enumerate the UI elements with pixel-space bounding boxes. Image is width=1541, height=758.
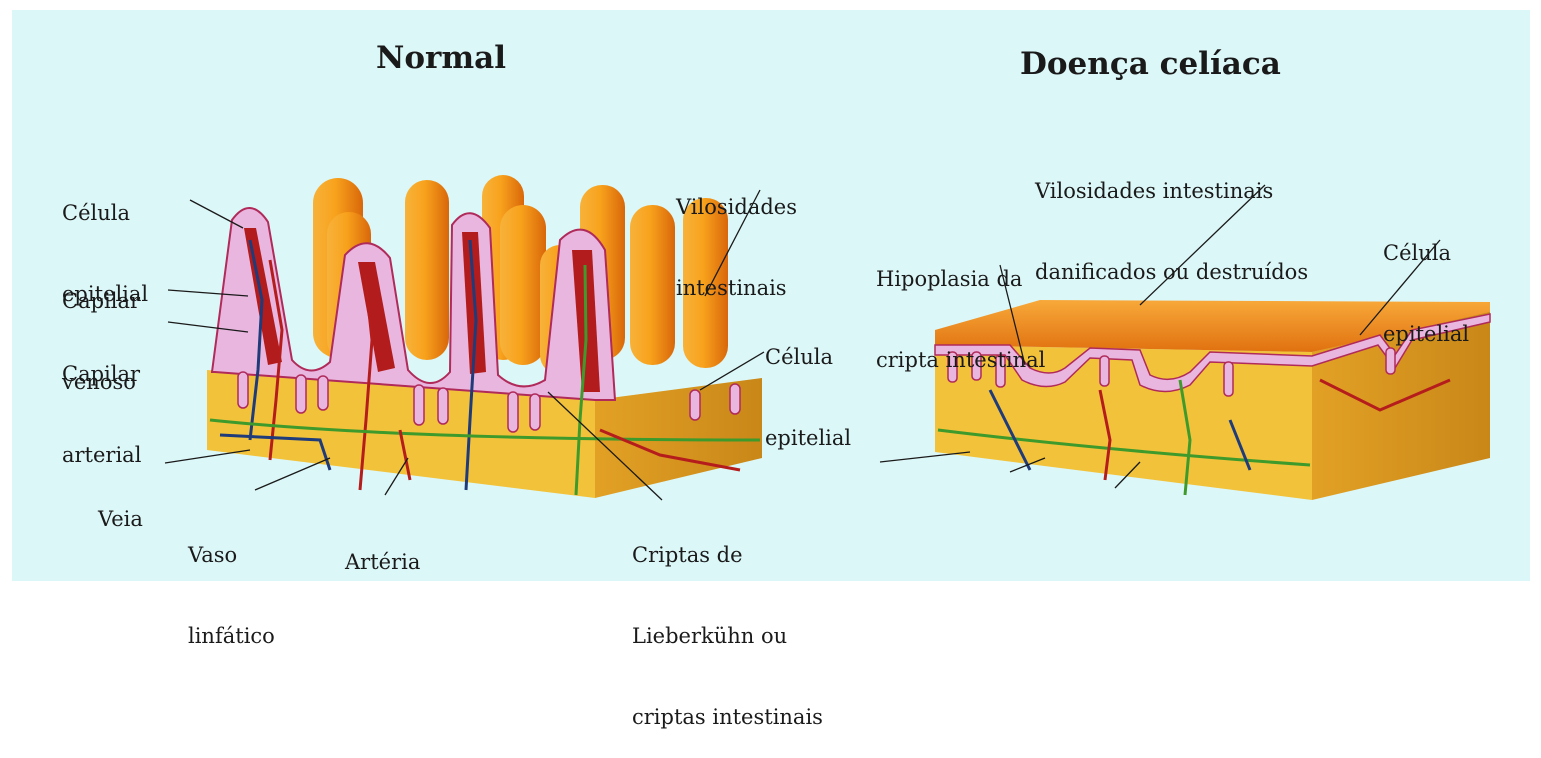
normal-title: Normal (376, 40, 506, 76)
label-criptas: Criptas de Lieberkühn ou criptas intesti… (632, 488, 823, 758)
label-vaso-linfatico: Vaso linfático (188, 488, 275, 677)
label-celula-epitelial-right: Célula epitelial (765, 290, 851, 479)
celiac-title: Doença celíaca (1020, 46, 1281, 82)
label-arteria: Artéria (345, 495, 420, 603)
label-hipoplasia: Hipoplasia da cripta intestinal (876, 212, 1045, 401)
label-veia: Veia (98, 452, 143, 560)
label-vilosidades-danificados: Vilosidades intestinais danificados ou d… (1035, 124, 1308, 313)
label-celula-epitelial-celiac: Célula epitelial (1383, 186, 1469, 375)
